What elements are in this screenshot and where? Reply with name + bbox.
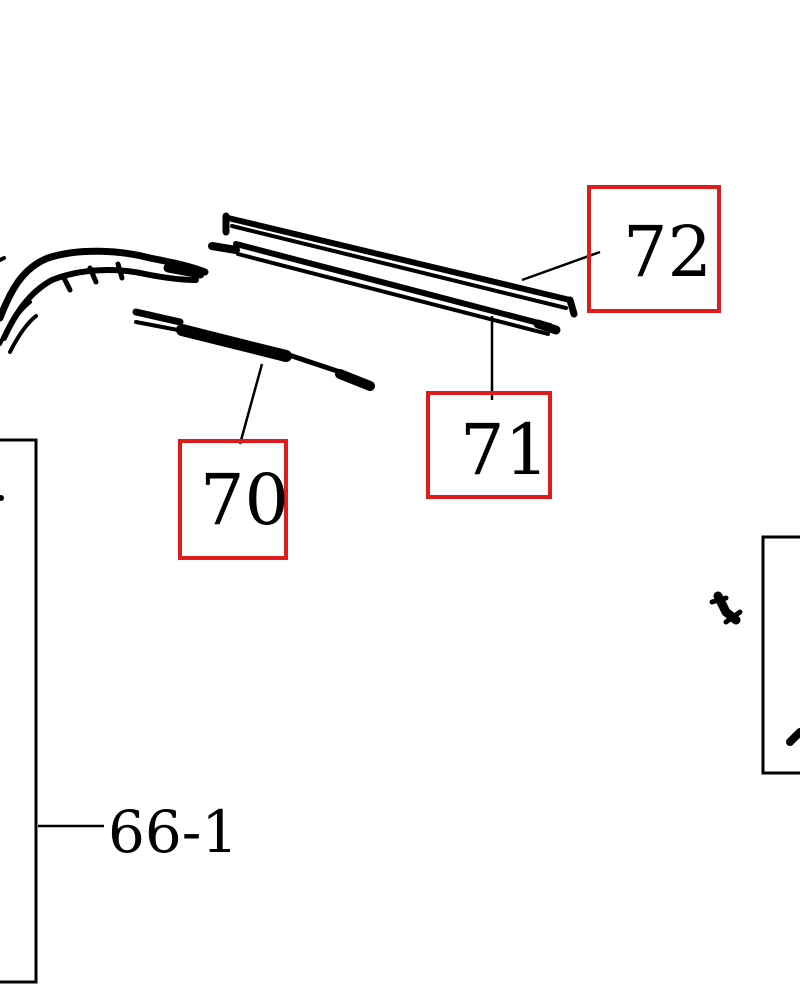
rod-part-71 xyxy=(208,241,561,336)
highlight-box-72 xyxy=(587,185,721,313)
label-72: 72 xyxy=(623,211,712,293)
strut-part-70 xyxy=(132,308,375,391)
highlight-box-70 xyxy=(178,439,288,560)
highlight-box-71 xyxy=(426,391,552,499)
right-panel-part xyxy=(761,535,800,775)
leader-line-70 xyxy=(238,363,264,445)
right-panel-mark xyxy=(786,728,800,746)
panel-part-66-1 xyxy=(0,438,38,984)
label-70: 70 xyxy=(200,459,289,541)
rod-part-72 xyxy=(222,212,578,318)
label-71: 71 xyxy=(460,409,549,491)
label-66-1: 66-1 xyxy=(108,798,238,866)
panel-dot xyxy=(0,495,4,501)
curved-hose-part xyxy=(0,247,209,354)
fastener-part xyxy=(709,591,743,625)
